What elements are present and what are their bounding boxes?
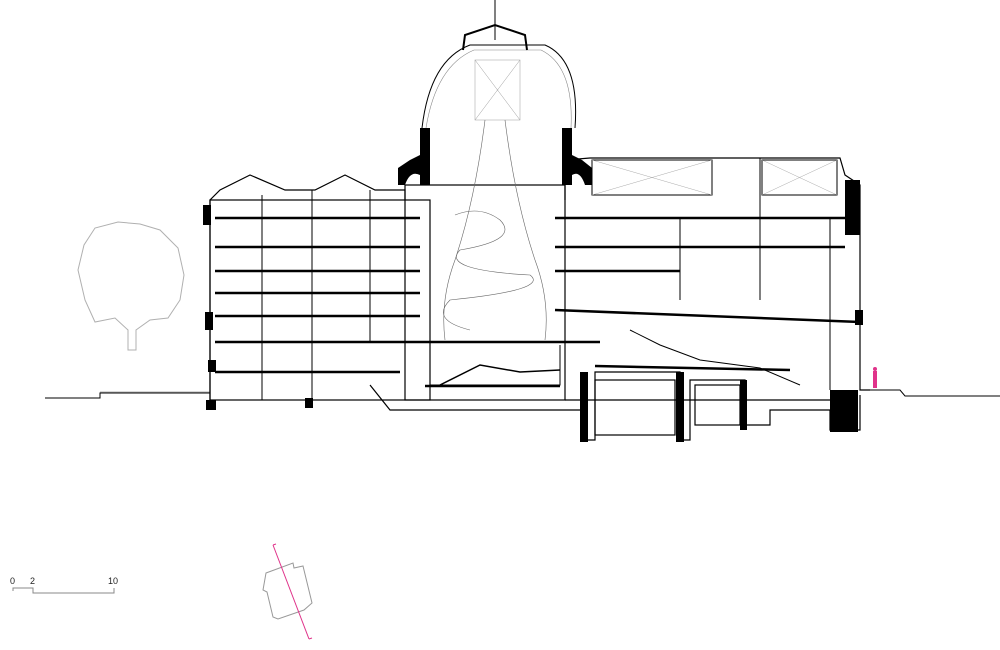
dome-piers xyxy=(398,128,592,185)
ramp-stairs xyxy=(429,329,801,386)
basement xyxy=(369,371,861,441)
scale-label-10: 10 xyxy=(108,576,119,586)
section-cut-line xyxy=(272,544,310,640)
ground-line xyxy=(45,389,1000,399)
tree-outline xyxy=(77,221,210,393)
scale-label-2: 2 xyxy=(30,576,36,586)
spiral-staircase xyxy=(443,119,547,341)
building-walls xyxy=(209,157,870,401)
roof-trusses xyxy=(591,159,838,196)
scale-label-0: 0 xyxy=(10,576,16,586)
dome xyxy=(421,0,577,129)
partitions xyxy=(261,158,831,400)
human-figure xyxy=(873,367,877,388)
scale-bar xyxy=(12,587,115,594)
floor-slabs xyxy=(215,216,861,388)
key-plan xyxy=(262,543,313,640)
solid-poche xyxy=(203,180,863,442)
